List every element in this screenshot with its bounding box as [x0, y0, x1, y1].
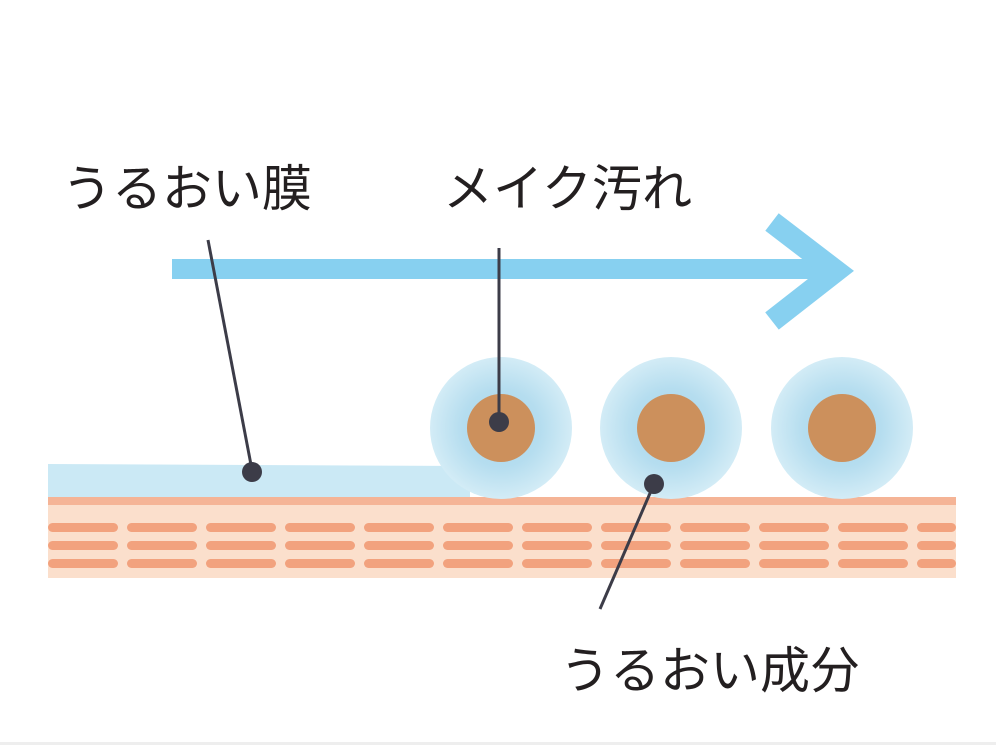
skin-stripe-0-1: [127, 523, 197, 532]
leader-dirt: [489, 248, 509, 432]
skin-stripe-1-1: [127, 541, 197, 550]
skin-stripe-2-2: [206, 559, 276, 568]
arrow-head: [765, 213, 854, 330]
skin-layer: [48, 497, 956, 578]
skin-stripe-2-9: [759, 559, 829, 568]
skin-stripe-2-7: [601, 559, 671, 568]
moisture-film: [48, 464, 470, 497]
skin-stripe-2-11: [917, 559, 956, 568]
skin-stripe-1-0: [48, 541, 118, 550]
skin-stripe-0-0: [48, 523, 118, 532]
leader-ingredient-line: [598, 483, 656, 610]
skin-stripe-2-8: [680, 559, 750, 568]
makeup-dirt-3: [808, 394, 876, 462]
skin-top-line: [48, 497, 956, 505]
skin-stripe-2-4: [364, 559, 434, 568]
flow-arrow: [172, 213, 854, 330]
skin-stripe-1-3: [285, 541, 355, 550]
skin-stripe-0-5: [443, 523, 513, 532]
makeup-dirt-2: [637, 394, 705, 462]
leader-film-dot: [242, 462, 262, 482]
arrow-shaft: [172, 259, 820, 279]
skin-stripe-2-5: [443, 559, 513, 568]
bottom-divider: [0, 742, 996, 745]
label-moisture-film: うるおい膜: [62, 160, 312, 218]
skin-stripe-1-8: [680, 541, 750, 550]
skin-stripe-1-9: [759, 541, 829, 550]
skin-stripe-2-3: [285, 559, 355, 568]
skin-stripe-0-6: [522, 523, 592, 532]
skin-stripe-1-2: [206, 541, 276, 550]
skin-stripe-2-1: [127, 559, 197, 568]
skin-stripe-1-4: [364, 541, 434, 550]
skin-stripe-1-6: [522, 541, 592, 550]
leader-ingredient: [598, 474, 664, 610]
label-moisture-ingredient: うるおい成分: [560, 642, 860, 700]
leader-film-line: [206, 239, 254, 471]
skin-stripe-0-2: [206, 523, 276, 532]
skin-stripe-1-10: [838, 541, 908, 550]
skin-stripes: [48, 523, 956, 568]
skin-stripe-1-11: [917, 541, 956, 550]
skin-stripe-0-10: [838, 523, 908, 532]
label-makeup-dirt: メイク汚れ: [443, 160, 692, 218]
bubble-2: [600, 357, 742, 499]
skin-stripe-2-6: [522, 559, 592, 568]
skin-stripe-0-9: [759, 523, 829, 532]
bubble-3: [771, 357, 913, 499]
leader-dirt-dot: [489, 412, 509, 432]
skin-stripe-0-8: [680, 523, 750, 532]
skin-stripe-1-7: [601, 541, 671, 550]
skin-stripe-0-3: [285, 523, 355, 532]
skin-stripe-2-0: [48, 559, 118, 568]
leader-film: [206, 239, 262, 482]
skin-stripe-1-5: [443, 541, 513, 550]
skin-stripe-0-4: [364, 523, 434, 532]
skin-stripe-0-11: [917, 523, 956, 532]
leader-ingredient-dot: [644, 474, 664, 494]
skin-stripe-2-10: [838, 559, 908, 568]
